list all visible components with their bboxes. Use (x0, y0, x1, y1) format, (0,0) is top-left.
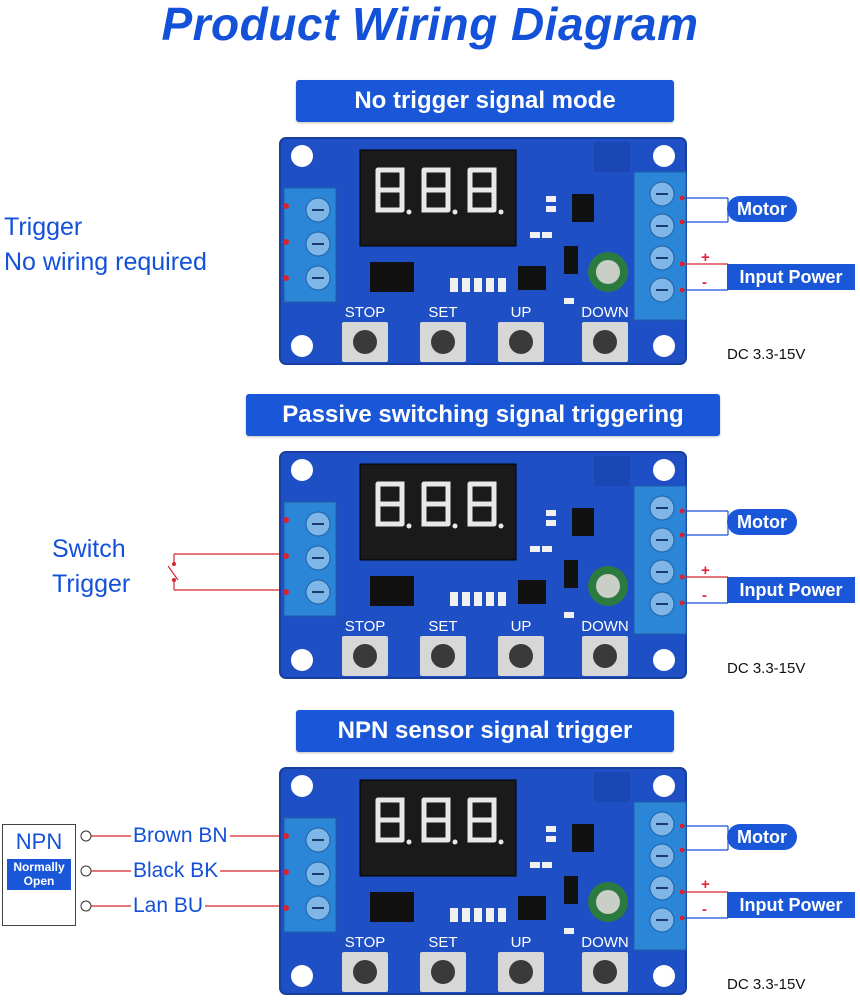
relay-board-1: STOP SET UP DOWN (278, 136, 688, 366)
button-label-stop: STOP (344, 618, 386, 635)
dc-voltage-label-3: DC 3.3-15V (727, 976, 806, 993)
button-label-set: SET (428, 304, 458, 321)
page-title: Product Wiring Diagram (161, 0, 699, 50)
mode-banner-npn: NPN sensor signal trigger (296, 710, 674, 752)
minus-sign: - (702, 274, 707, 291)
button-label-set: SET (428, 934, 458, 951)
relay-board-3: STOP SET UP DOWN (278, 766, 688, 996)
npn-title: NPN (15, 829, 63, 854)
trigger-label: Trigger (4, 213, 83, 241)
plus-sign: + (701, 249, 710, 266)
button-label-stop: STOP (344, 934, 386, 951)
switch-label: Switch (52, 535, 126, 563)
button-label-down: DOWN (581, 304, 629, 321)
mode-banner-passive-switch: Passive switching signal triggering (246, 394, 720, 436)
button-label-up: UP (510, 934, 532, 951)
input-power-label-3: Input Power (727, 892, 855, 918)
dc-voltage-label-2: DC 3.3-15V (727, 660, 806, 677)
button-label-stop: STOP (344, 304, 386, 321)
switch-symbol (168, 553, 282, 591)
button-label-down: DOWN (581, 618, 629, 635)
npn-normally-open: Normally Open (7, 859, 71, 890)
button-label-down: DOWN (581, 934, 629, 951)
npn-sensor-box: NPN Normally Open (2, 824, 76, 926)
mode-banner-no-trigger: No trigger signal mode (296, 80, 674, 122)
minus-sign-2: - (702, 587, 707, 604)
motor-label: Motor (727, 196, 797, 222)
no-wiring-label: No wiring required (4, 248, 207, 276)
motor-label-2: Motor (727, 509, 797, 535)
dc-voltage-label: DC 3.3-15V (727, 346, 806, 363)
wire-black-label: Black BK (131, 859, 221, 883)
input-power-label: Input Power (727, 264, 855, 290)
wire-brown-label: Brown BN (131, 824, 230, 848)
plus-sign-3: + (701, 876, 710, 893)
button-label-up: UP (510, 304, 532, 321)
motor-label-3: Motor (727, 824, 797, 850)
relay-board-2: STOP SET UP DOWN (278, 450, 688, 680)
input-power-label-2: Input Power (727, 577, 855, 603)
button-label-up: UP (510, 618, 532, 635)
plus-sign-2: + (701, 562, 710, 579)
wire-blue-label: Lan BU (131, 894, 206, 918)
minus-sign-3: - (702, 901, 707, 918)
button-label-set: SET (428, 618, 458, 635)
trigger-label-2: Trigger (52, 570, 131, 598)
